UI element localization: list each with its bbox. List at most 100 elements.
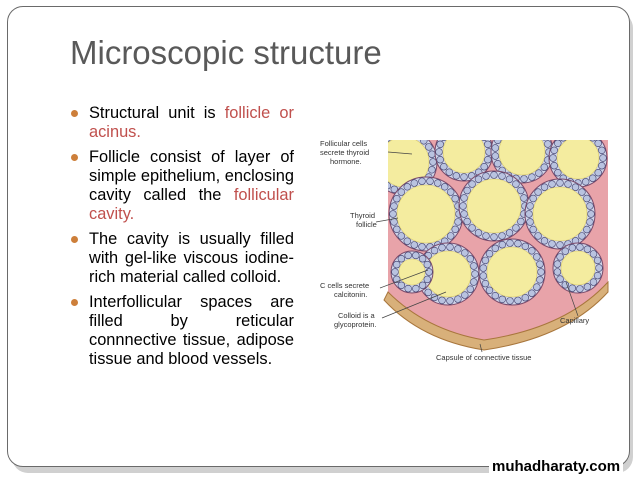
follicular-cell — [512, 180, 520, 188]
follicular-cell — [576, 243, 584, 251]
follicular-cell — [485, 249, 494, 258]
colloid — [466, 178, 522, 234]
follicular-cell — [446, 132, 453, 135]
follicular-cell — [413, 140, 422, 141]
follicular-cell — [447, 188, 455, 196]
follicular-cell — [506, 239, 514, 247]
follicular-cell — [517, 217, 525, 226]
follicular-cell — [549, 154, 557, 162]
follicular-cell — [593, 271, 602, 280]
follicular-cell — [410, 179, 419, 187]
follicular-cell — [372, 155, 379, 162]
bullet-text: The cavity is usually filled with gel-li… — [89, 230, 294, 286]
follicular-cell — [445, 168, 454, 176]
follicular-cell — [404, 284, 412, 293]
follicular-cell — [528, 173, 536, 181]
follicular-cell — [389, 210, 397, 218]
follicular-cell — [525, 210, 533, 218]
colloid — [442, 140, 486, 174]
bullet-dot-icon — [71, 110, 78, 117]
follicular-cell — [378, 140, 385, 147]
bullet-item: Follicle consist of layer of simple epit… — [70, 148, 294, 224]
follicular-cell — [423, 275, 432, 284]
follicular-cell — [564, 180, 572, 188]
follicular-cell — [575, 132, 582, 136]
follicular-cell — [388, 140, 392, 143]
follicular-cell — [440, 140, 448, 142]
follicular-cell — [535, 132, 542, 134]
follicular-cell — [403, 183, 412, 191]
bullet-text: Interfollicular spaces are filled by ret… — [89, 293, 294, 368]
colloid — [498, 140, 546, 176]
follicular-cell — [548, 240, 556, 248]
follicular-cell — [550, 146, 558, 154]
follicular-cell — [589, 278, 598, 286]
follicular-cell — [404, 251, 412, 260]
follicular-cell — [554, 168, 562, 177]
follicular-cell — [480, 163, 488, 171]
follicular-cell — [583, 245, 592, 253]
follicular-cell — [446, 297, 454, 305]
follicular-cell — [480, 140, 488, 142]
colloid — [556, 140, 600, 180]
follicular-cell — [471, 270, 479, 278]
follicular-cell — [418, 254, 427, 263]
follicular-cell — [550, 162, 558, 170]
bullet-highlight: follicular cavity. — [89, 186, 294, 223]
follicular-cell — [470, 262, 478, 270]
follicular-cell — [587, 210, 595, 218]
follicular-cell — [534, 232, 542, 240]
follicular-cell — [514, 296, 522, 305]
follicular-cell — [484, 140, 492, 148]
follicular-cell — [481, 256, 490, 265]
follicular-cell — [490, 233, 498, 241]
colloid — [398, 258, 426, 286]
follicular-cell — [535, 169, 543, 177]
follicular-cell — [470, 278, 478, 286]
follicular-cell — [412, 251, 420, 260]
follicular-cell — [520, 194, 528, 202]
follicular-cell — [498, 240, 507, 249]
slide-title: Microscopic structure — [70, 34, 382, 71]
follicular-cell — [528, 289, 536, 297]
follicular-cell — [391, 132, 398, 138]
leader-lines — [375, 151, 579, 353]
follicular-cell — [561, 281, 570, 289]
colloid — [396, 184, 456, 244]
follicular-cell — [397, 232, 406, 240]
follicular-cell — [410, 241, 419, 249]
follicular-cell — [433, 179, 442, 187]
follicular-cell — [529, 194, 537, 203]
follicular-cell — [537, 268, 545, 276]
follicular-cell — [479, 264, 488, 272]
colloid — [486, 246, 538, 298]
follicular-cell — [412, 284, 420, 293]
follicular-cell — [466, 285, 475, 293]
bullet-highlight: follicle or acinus. — [89, 104, 294, 141]
follicular-cell — [505, 229, 514, 237]
follicular-cell — [378, 177, 385, 184]
colloid — [560, 250, 596, 286]
watermark: muhadharaty.com — [489, 458, 624, 475]
follicular-cell — [582, 132, 589, 138]
follicular-cell — [461, 249, 469, 257]
follicular-cell — [521, 242, 530, 251]
follicular-cell — [589, 140, 597, 142]
label-thyroid-follicle: Thyroid follicle — [350, 211, 377, 229]
bullet-dot-icon — [71, 299, 78, 306]
follicular-cell — [490, 171, 498, 179]
bullet-list: Structural unit is follicle or acinus. F… — [70, 104, 294, 375]
follicular-cell — [553, 260, 562, 268]
follicular-cell — [460, 194, 468, 202]
follicular-cell — [425, 268, 433, 276]
follicular-cell — [420, 140, 428, 145]
follicular-cell — [372, 163, 379, 170]
connective-tissue-capsule — [383, 280, 609, 351]
follicular-cell — [479, 272, 488, 280]
follicular-cell — [463, 217, 471, 226]
follicular-cell — [440, 163, 448, 171]
thyroid-follicle-diagram: Follicular cells secrete thyroid hormone… — [320, 132, 609, 362]
follicular-cell — [459, 202, 467, 210]
follicular-cell — [452, 172, 461, 180]
